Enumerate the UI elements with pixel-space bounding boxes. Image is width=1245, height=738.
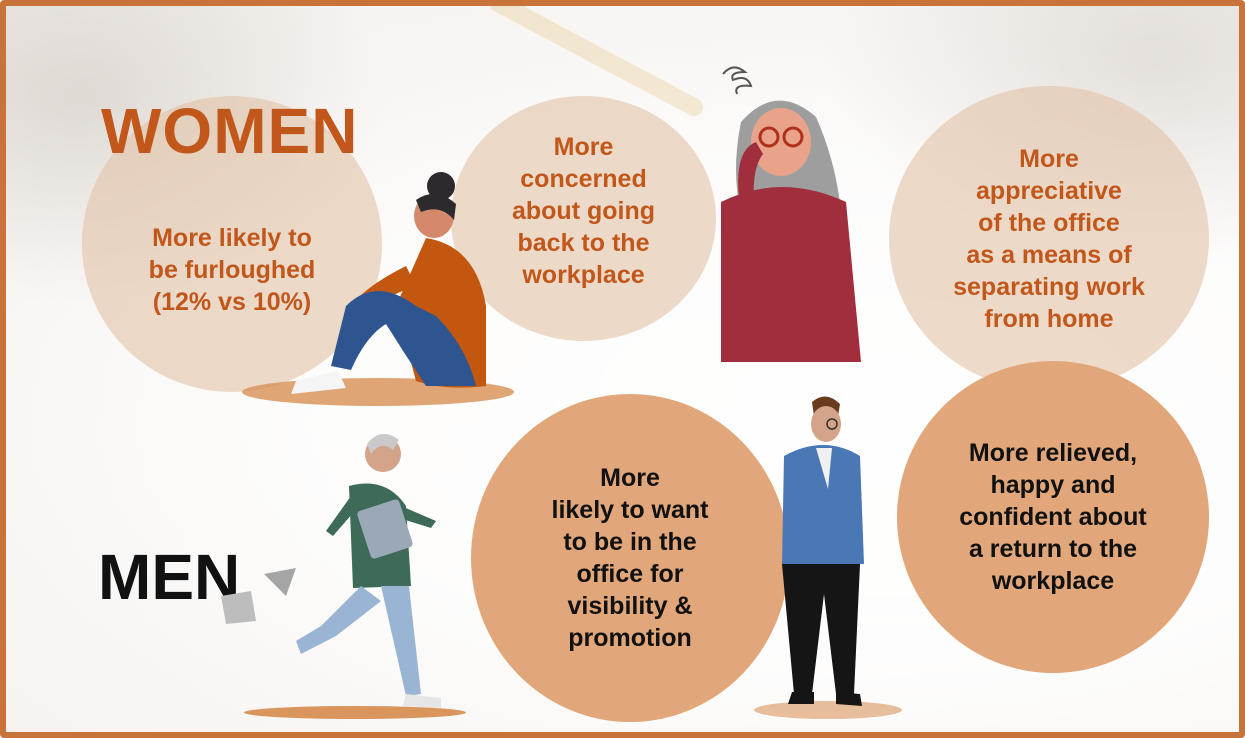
women-point-text: More likely to be furloughed (12% vs 10%… (148, 224, 316, 316)
women-point-concerned: More concerned about going back to the w… (451, 96, 716, 341)
men-point-text: More likely to want to be in the office … (551, 464, 709, 652)
women-heading: WOMEN (101, 95, 359, 167)
sitting-woman-icon (291, 172, 486, 394)
running-man-icon (296, 433, 441, 708)
men-point-visibility: More likely to want to be in the office … (471, 394, 789, 722)
women-point-text: More concerned about going back to the w… (511, 133, 656, 289)
women-point-text: More appreciative of the office as a mea… (953, 144, 1145, 333)
men-point-text: More relieved, happy and confident about… (959, 439, 1147, 595)
standing-man-icon (782, 396, 864, 706)
men-point-relieved: More relieved, happy and confident about… (897, 361, 1209, 673)
ground-shadow (244, 706, 466, 719)
women-point-appreciative: More appreciative of the office as a mea… (889, 86, 1209, 391)
women-point-furloughed: More likely to be furloughed (12% vs 10%… (82, 96, 382, 392)
scattered-papers-icon (221, 568, 296, 624)
thinking-woman-icon (721, 66, 861, 362)
ground-shadow (754, 701, 902, 719)
men-heading: MEN (98, 541, 241, 613)
